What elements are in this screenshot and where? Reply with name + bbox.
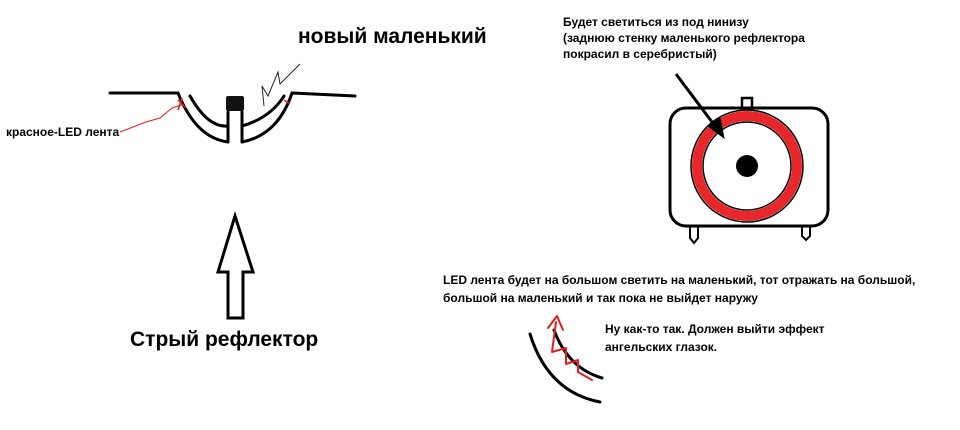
new-small-reflector (188, 94, 230, 128)
glow-note: Будет светиться из под нинизу (заднюю ст… (563, 14, 805, 62)
zigzag-arrow-head-icon (547, 315, 564, 331)
ring-outline-inner (702, 121, 792, 211)
old-reflector-bowl (176, 91, 230, 144)
arrow-head-icon (707, 117, 725, 140)
headlight-front-view (668, 96, 830, 245)
old-reflector-right-rim (290, 91, 357, 98)
old-reflector-label: Стрый рефлектор (130, 328, 319, 351)
new-small-reflector-label: новый маленький (298, 25, 487, 48)
angel-eyes-note-line: ангельских глазок. (605, 340, 718, 354)
angel-eyes-note-line: Ну как-то так. Должен выйти эффект (605, 322, 825, 336)
led-bounce-note: LED лента будет на большом светить на ма… (443, 271, 915, 307)
red-led-strip-label: красное-LED лента (6, 125, 120, 139)
red-led-ring (692, 111, 802, 221)
reflection-detail (528, 315, 604, 404)
black-pointer-line (261, 63, 301, 107)
red-led-mark-right (283, 99, 291, 105)
old-reflector-bowl-right (240, 91, 294, 144)
outer-reflector-curve (528, 332, 602, 404)
ring-outline-outer (690, 109, 804, 223)
led-bounce-note-line: большой на маленький и так пока не выйде… (443, 291, 758, 305)
lamp-neck (226, 110, 244, 144)
glow-note-line: (заднюю стенку маленького рефлектора (563, 31, 805, 45)
light-zigzag (551, 321, 593, 381)
pointer-arrow (674, 73, 725, 140)
bulb (226, 96, 244, 111)
lens-center (736, 155, 758, 177)
glow-note-line: Будет светиться из под нинизу (563, 15, 749, 29)
glow-note-line: покрасил в серебристый) (563, 47, 717, 61)
red-led-pointer-line (119, 103, 185, 133)
new-small-reflector-right (240, 94, 286, 128)
up-arrow-icon (215, 210, 256, 320)
angel-eyes-note: Ну как-то так. Должен выйти эффект ангел… (605, 320, 825, 356)
red-led-mark-left (177, 97, 187, 111)
headlight-right-foot (801, 226, 811, 242)
led-bounce-note-line: LED лента будет на большом светить на ма… (443, 273, 916, 287)
headlight-left-foot (689, 226, 699, 245)
